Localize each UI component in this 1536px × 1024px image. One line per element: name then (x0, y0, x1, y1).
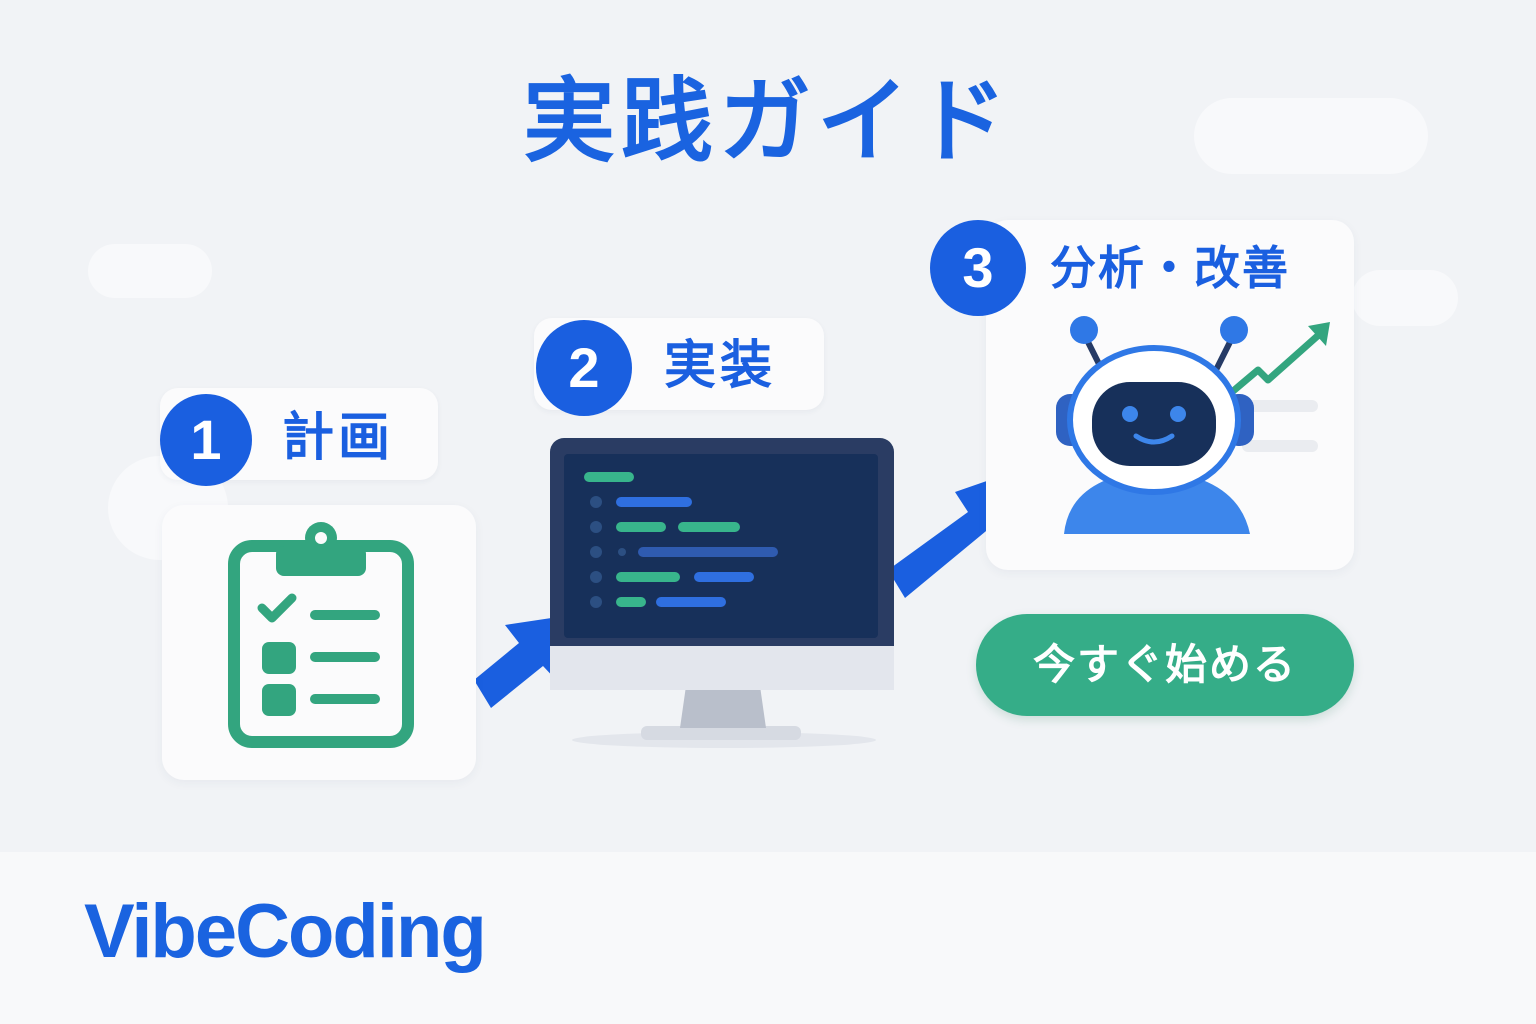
robot-analytics-icon (1056, 316, 1330, 534)
background-blob (88, 244, 212, 298)
background-blob (1352, 270, 1458, 326)
step3-number-badge: 3 (930, 220, 1026, 316)
page-title: 実践ガイド (522, 68, 1013, 175)
code-monitor-icon (550, 438, 894, 748)
step3-label: 分析・改善 (1050, 241, 1290, 295)
step2-number-badge: 2 (536, 320, 632, 416)
step2-label: 実装 (664, 336, 777, 396)
background-blob (1194, 98, 1428, 174)
footer-band (0, 852, 1536, 1024)
brand-logo-text: VibeCoding (84, 889, 487, 974)
clipboard-checklist-icon (228, 522, 414, 748)
start-now-button[interactable]: 今すぐ始める (976, 614, 1354, 716)
step1-label: 計画 (282, 408, 395, 468)
step1-number-badge: 1 (160, 394, 252, 486)
